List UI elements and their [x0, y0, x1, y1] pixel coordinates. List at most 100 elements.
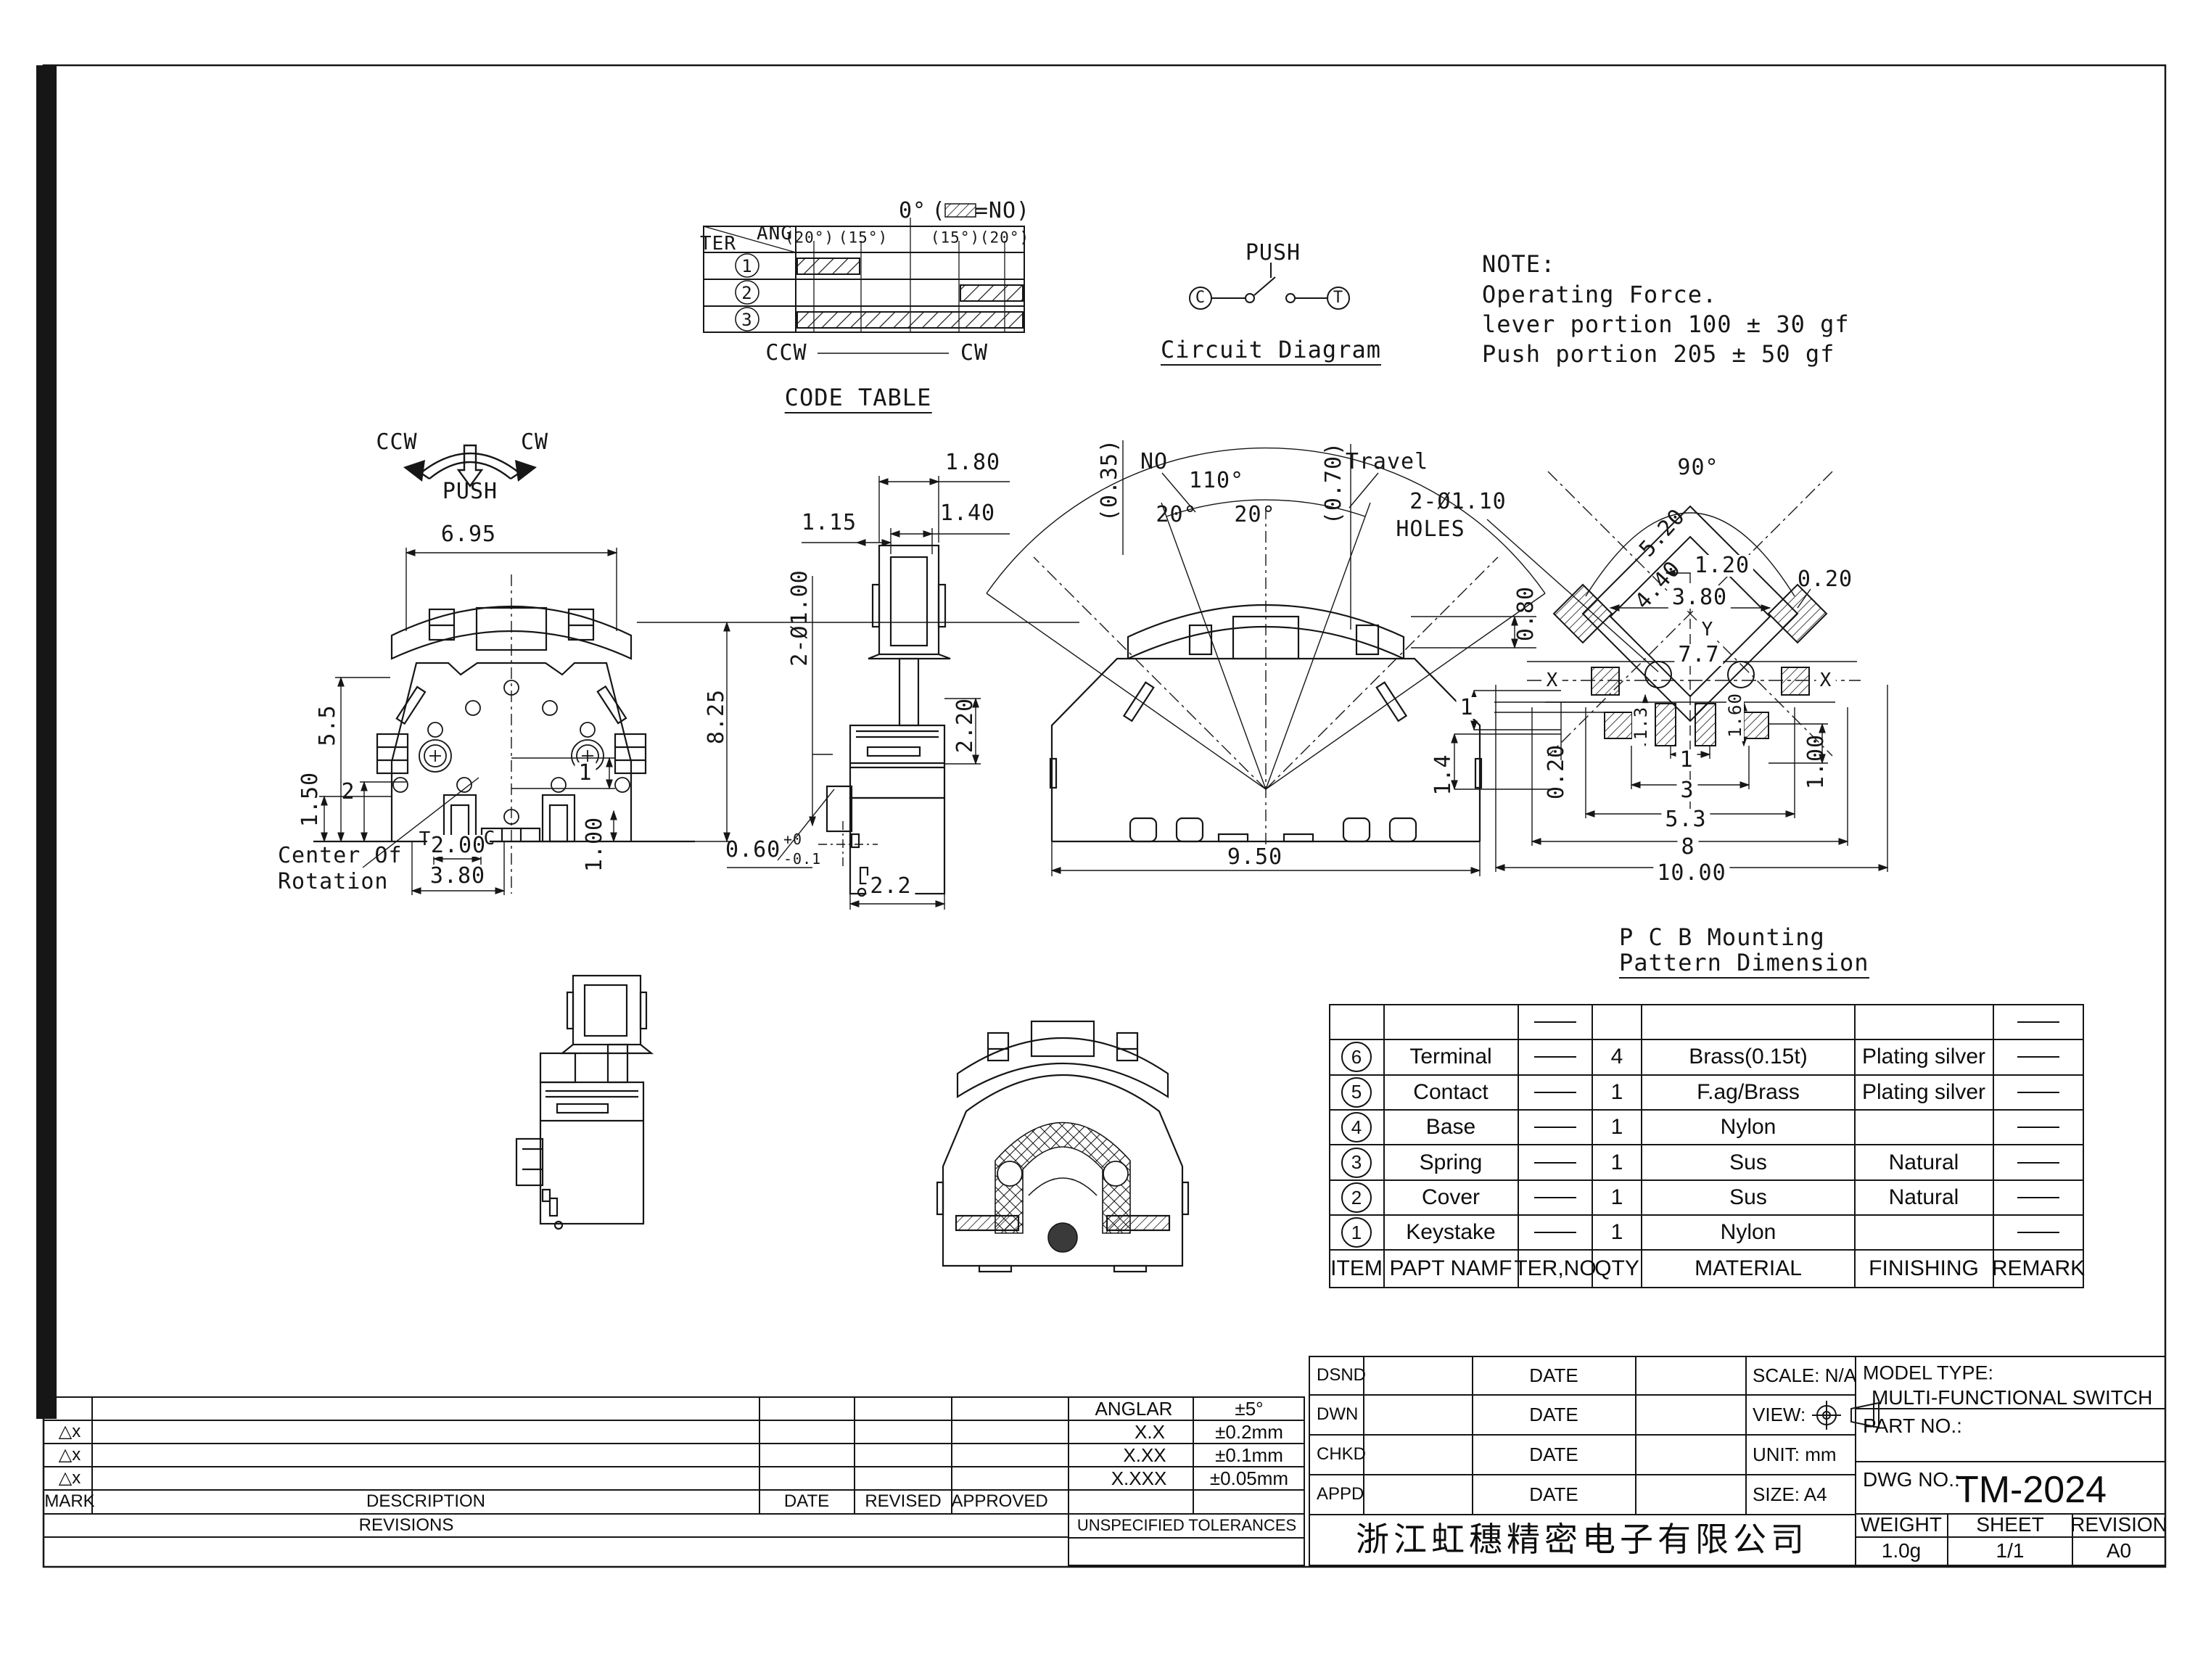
dash-placeholder [1534, 1056, 1576, 1058]
dim-label: (20°) [784, 228, 835, 247]
dim-label: T [1333, 289, 1344, 307]
dim-label: 5.5 [315, 704, 340, 746]
note-title: NOTE: [1482, 250, 1556, 278]
date-label: DATE [1529, 1404, 1578, 1425]
dim-label: 10.00 [1653, 862, 1730, 884]
description-header: DESCRIPTION [366, 1491, 486, 1511]
view-label: VIEW: [1753, 1404, 1806, 1425]
date-label: DATE [1529, 1483, 1578, 1505]
dim-label: PUSH [442, 479, 498, 504]
dim-label: CCW [376, 429, 418, 455]
dash-placeholder [1534, 1161, 1576, 1164]
title-block-grid [1309, 1356, 2166, 1566]
parts-cell: Nylon [1720, 1220, 1776, 1245]
tolerance-kind: X.XXX [1111, 1467, 1167, 1489]
parts-cell: Sus [1729, 1150, 1767, 1174]
dim-label: 7.7 [1674, 644, 1724, 666]
dim-label: +0 [783, 831, 803, 848]
parts-table-grid [1329, 1004, 2084, 1288]
parts-cell: Plating silver [1861, 1045, 1986, 1069]
dash-placeholder [1534, 1021, 1576, 1023]
item-number: 1 [1341, 1217, 1372, 1248]
side-view [818, 544, 951, 897]
date-label: DATE [1529, 1364, 1578, 1386]
dim-label: -0.1 [783, 850, 822, 868]
terminal-row-1: 1 [741, 256, 753, 276]
tolerance-title: UNSPECIFIED TOLERANCES [1076, 1516, 1297, 1534]
item-number: 6 [1341, 1042, 1372, 1073]
revision-value: A0 [2106, 1539, 2132, 1562]
revised-header: REVISED [865, 1491, 942, 1511]
parts-header: MATERIAL [1695, 1256, 1802, 1280]
center-of-rotation-label: Rotation [278, 869, 389, 894]
parts-header: QTY [1594, 1256, 1639, 1280]
dim-label: 1.00 [582, 816, 607, 873]
parts-cell: 1 [1610, 1115, 1623, 1140]
dim-label: (0.70) [1321, 441, 1346, 525]
parts-cell: Natural [1888, 1150, 1959, 1174]
approved-header: APPROVED [951, 1491, 1048, 1511]
dim-label: 8 [1677, 836, 1699, 858]
dim-label: 20° [1234, 502, 1276, 527]
dim-label: 90° [1677, 455, 1719, 480]
dwg-no-value: TM-2024 [1955, 1469, 2107, 1511]
parts-cell: Natural [1888, 1185, 1959, 1209]
parts-cell: Sus [1729, 1185, 1767, 1209]
dim-label: X [1816, 671, 1836, 690]
parts-cell: F.ag/Brass [1697, 1079, 1800, 1104]
dim-label: X [1542, 671, 1562, 690]
note-line: lever portion 100 ± 30 gf [1482, 310, 1850, 338]
sheet-value: 1/1 [1996, 1539, 2025, 1562]
part-no-label: PART NO.: [1863, 1415, 1962, 1437]
code-table-ang-header: ANG [757, 223, 793, 244]
dim-label: 8.25 [704, 688, 729, 745]
dim-label: 1.00 [1803, 733, 1829, 790]
front-view-dims [313, 548, 1079, 895]
section-view [936, 1020, 1190, 1273]
code-table-title: CODE TABLE [784, 386, 932, 413]
parts-header: ITEM [1330, 1256, 1383, 1280]
appd-label: APPD [1317, 1484, 1364, 1504]
circuit-push-label: PUSH [1245, 240, 1301, 265]
dash-placeholder [1534, 1232, 1576, 1234]
front-view [313, 575, 695, 894]
parts-header: TER,NO [1514, 1256, 1597, 1280]
parts-header: FINISHING [1869, 1256, 1979, 1280]
note-line: Operating Force. [1482, 281, 1718, 308]
dim-label: 5.3 [1661, 809, 1710, 831]
terminal-row-2: 2 [741, 283, 753, 303]
size-value: SIZE: A4 [1753, 1483, 1827, 1505]
sheet-label: SHEET [1976, 1513, 2044, 1536]
dsnd-label: DSND [1317, 1365, 1367, 1385]
note-line: Push portion 205 ± 50 gf [1482, 340, 1835, 368]
model-type-value: MULTI-FUNCTIONAL SWITCH [1872, 1386, 2153, 1409]
tolerance-value: ±0.05mm [1209, 1467, 1289, 1489]
model-type-label: MODEL TYPE: [1863, 1362, 1994, 1384]
tolerance-kind: X.XX [1123, 1444, 1166, 1466]
date-header: DATE [783, 1491, 830, 1511]
dash-placeholder [2017, 1021, 2059, 1023]
dim-label: 2.00 [427, 835, 490, 857]
parts-cell: 1 [1610, 1150, 1623, 1174]
parts-cell: Contact [1413, 1079, 1489, 1104]
dash-placeholder [2017, 1091, 2059, 1093]
tolerance-kind: X.X [1135, 1421, 1165, 1443]
dim-label: HOLES [1396, 516, 1465, 542]
item-number: 2 [1341, 1182, 1372, 1213]
dim-label: Y [1697, 620, 1718, 639]
terminal-row-3: 3 [741, 310, 753, 330]
dim-label: CW [520, 429, 549, 455]
dim-label: 1.4 [1430, 754, 1456, 796]
revisions-table-grid [44, 1396, 1069, 1565]
parts-cell: Base [1425, 1115, 1476, 1140]
parts-cell: Keystake [1406, 1220, 1496, 1245]
dim-label: 1.40 [939, 501, 996, 526]
circuit-diagram-title: Circuit Diagram [1161, 338, 1381, 366]
third-angle-projection-icon [1812, 1401, 1879, 1430]
zero-degree-label: 0° [898, 198, 927, 223]
dim-label: 9.50 [1223, 847, 1287, 868]
item-number: 5 [1341, 1076, 1372, 1108]
parts-cell: 1 [1610, 1079, 1623, 1104]
parts-cell: 1 [1610, 1185, 1623, 1209]
